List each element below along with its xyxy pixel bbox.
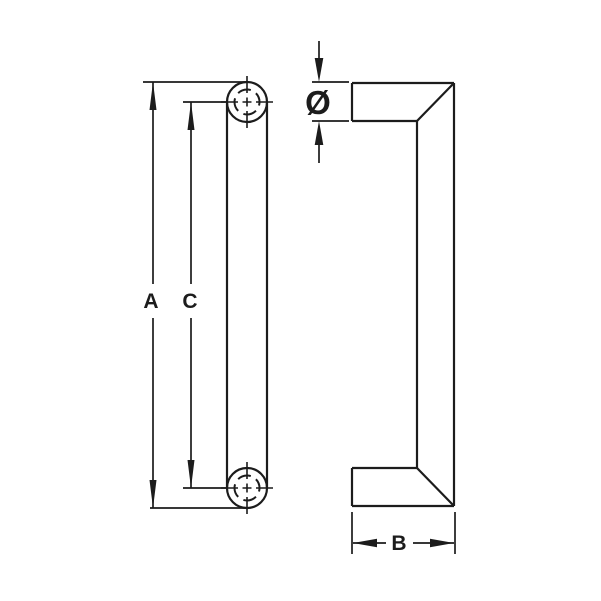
dim-b-arrow-left-icon bbox=[353, 538, 377, 548]
dim-a-arrow-up-icon bbox=[149, 82, 157, 110]
dim-c-label: C bbox=[182, 290, 197, 313]
front-view bbox=[221, 76, 273, 514]
dim-c-arrow-down-icon bbox=[187, 460, 195, 488]
dimension-c: C bbox=[182, 101, 226, 489]
dimension-diameter: Ø bbox=[305, 41, 349, 163]
side-view bbox=[350, 81, 456, 508]
side-top-miter-line bbox=[416, 82, 455, 122]
dim-c-arrow-up-icon bbox=[187, 102, 195, 130]
dim-a-arrow-down-icon bbox=[149, 480, 157, 508]
dim-b-label: B bbox=[391, 532, 406, 555]
dimension-b: B bbox=[351, 512, 456, 555]
side-bottom-miter-line bbox=[416, 467, 455, 507]
dim-dia-arrow-up-icon bbox=[314, 121, 324, 145]
dim-dia-arrow-down-icon bbox=[314, 58, 324, 82]
dim-a-label: A bbox=[143, 290, 158, 313]
dim-dia-label: Ø bbox=[305, 84, 331, 121]
dimension-a: A bbox=[143, 81, 247, 509]
dim-b-arrow-right-icon bbox=[430, 538, 454, 548]
